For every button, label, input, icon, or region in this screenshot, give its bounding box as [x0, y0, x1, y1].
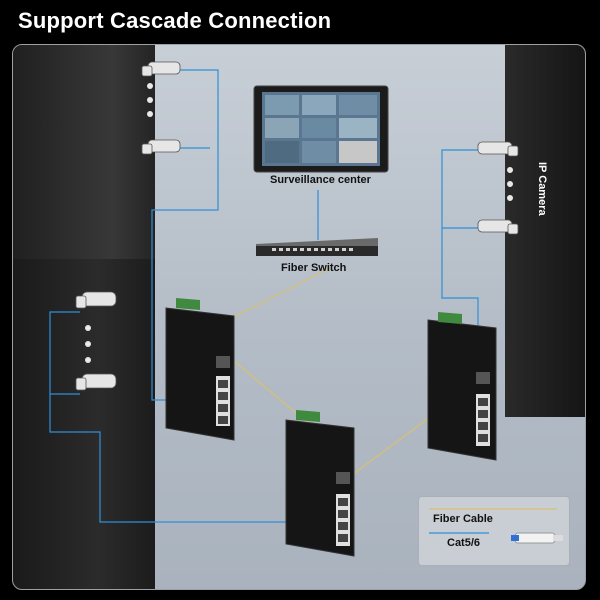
ip-camera-label: IP Camera: [536, 162, 548, 216]
sfp-connector-icon: [511, 532, 563, 544]
legend-cat-label: Cat5/6: [447, 537, 481, 549]
fiber-switch-label: Fiber Switch: [281, 262, 347, 274]
copper-cable-left-low: [49, 311, 340, 523]
surveillance-center-label: Surveillance center: [270, 174, 371, 186]
copper-cable-left-top: [151, 69, 222, 401]
copper-cable-right: [441, 149, 480, 380]
fiber-switch-icon: [256, 238, 378, 256]
ip-camera-icon: [75, 61, 519, 391]
left-pillar-face: [13, 45, 155, 259]
industrial-switch-icon: [165, 298, 497, 557]
fiber-cable-1: [227, 267, 331, 321]
legend-fiber-label: Fiber Cable: [433, 513, 493, 525]
legend: Fiber Cable Cat5/6: [418, 496, 570, 566]
page-title: Support Cascade Connection: [18, 8, 332, 33]
copper-cables: [49, 69, 480, 523]
monitor-icon: [253, 85, 389, 173]
legend-lines: [429, 508, 563, 544]
camera-dots: [85, 83, 513, 363]
